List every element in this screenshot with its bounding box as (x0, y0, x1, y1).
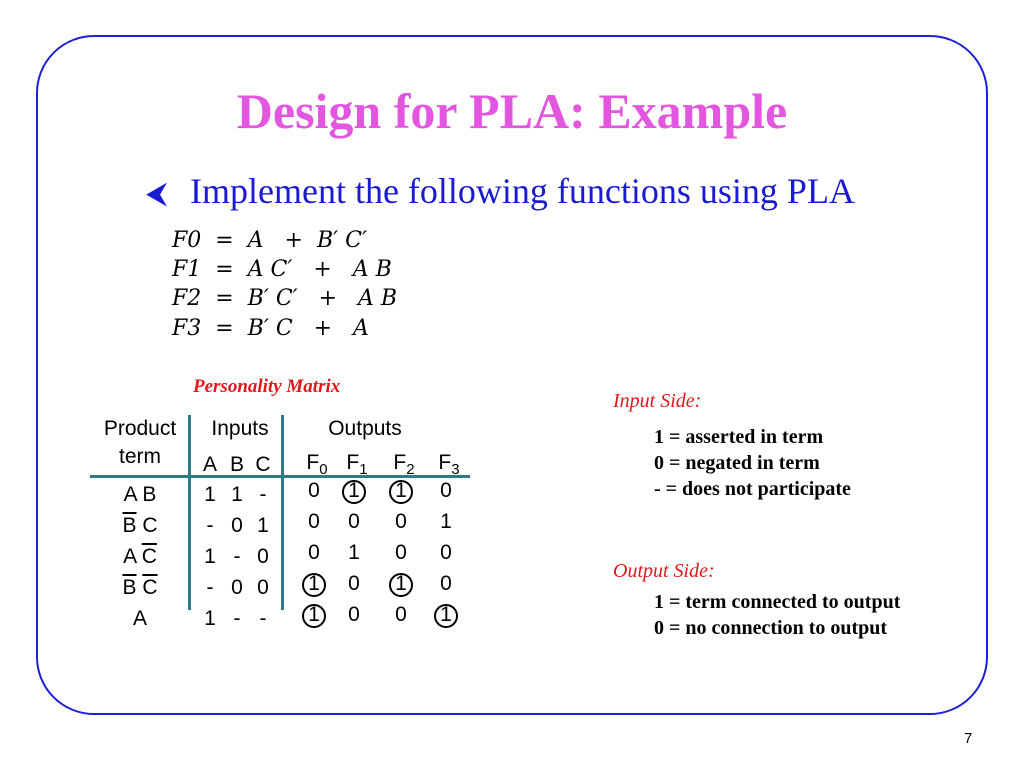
connection-circle-icon (389, 573, 413, 597)
bullet-item: ⮜ Implement the following functions using… (146, 170, 855, 212)
product-term: A B (90, 483, 190, 507)
input-cell: 1 (231, 483, 243, 506)
input-cell: - (206, 514, 214, 537)
output-var-subscript: 1 (359, 461, 368, 479)
output-var-subscript: 3 (451, 461, 460, 479)
product-term: B C (90, 514, 190, 538)
output-var-base: F (306, 451, 320, 474)
input-var-header: A (202, 453, 217, 476)
output-cell: 0 (348, 603, 360, 626)
arrow-bullet-icon: ⮜ (146, 177, 168, 210)
term-literal: C (142, 576, 158, 599)
output-cell: 1 (348, 541, 360, 564)
inputs-divider (281, 415, 284, 610)
output-var-base: F (346, 451, 360, 474)
term-literal: A (123, 545, 136, 568)
input-cell: 0 (257, 545, 269, 568)
product-term: A (90, 607, 190, 631)
bullet-text: Implement the following functions using … (190, 171, 855, 211)
slide-title: Design for PLA: Example (236, 83, 788, 139)
product-divider (188, 415, 191, 610)
output-side-line: 1 = term connected to output (654, 591, 901, 613)
equation-f1: F1 = A C′ + A B (172, 257, 392, 282)
equation-f0: F0 = A + B′ C′ (172, 228, 367, 253)
output-var-base: F (438, 451, 452, 474)
output-cell: 0 (348, 510, 360, 533)
input-cell: - (233, 607, 241, 630)
personality-matrix-title: Personality Matrix (193, 376, 341, 397)
output-var-header: F0 (302, 451, 332, 478)
slide-frame (36, 35, 988, 715)
output-cell: 1 (440, 510, 452, 533)
term-literal: C (141, 545, 157, 568)
input-side-line: - = does not participate (654, 478, 851, 500)
output-side-heading: Output Side: (613, 560, 715, 582)
term-literal: B (122, 514, 137, 537)
input-cell: - (259, 483, 267, 506)
term-literal: A (132, 607, 147, 630)
output-cell: 0 (440, 572, 452, 595)
header-product: Product (103, 417, 177, 440)
input-cell: - (233, 545, 241, 568)
term-literal: B (122, 576, 137, 599)
output-cell: 0 (308, 541, 320, 564)
output-var-base: F (393, 451, 407, 474)
input-cell: - (206, 576, 214, 599)
input-cell: 1 (204, 545, 216, 568)
output-cell: 0 (395, 541, 407, 564)
input-cell: 1 (204, 483, 216, 506)
input-cell: 0 (231, 514, 243, 537)
input-cell: 1 (204, 607, 216, 630)
output-var-header: F1 (342, 451, 372, 478)
connection-circle-icon (302, 604, 326, 628)
term-literal: B (142, 483, 157, 506)
output-cell: 0 (440, 479, 452, 502)
connection-circle-icon (434, 604, 458, 628)
input-cell: - (259, 607, 267, 630)
connection-circle-icon (302, 573, 326, 597)
term-literal: A (123, 483, 137, 506)
output-cell: 0 (308, 510, 320, 533)
input-var-header: C (255, 453, 271, 476)
input-cell: 1 (257, 514, 269, 537)
input-side-line: 1 = asserted in term (654, 426, 824, 448)
page-number: 7 (964, 730, 973, 747)
header-inputs: Inputs (211, 417, 269, 440)
connection-circle-icon (342, 480, 366, 504)
output-var-header: F2 (389, 451, 419, 478)
output-var-subscript: 2 (406, 461, 415, 479)
equation-f2: F2 = B′ C′ + A B (172, 286, 398, 311)
output-side-line: 0 = no connection to output (654, 617, 888, 639)
input-var-header: B (229, 453, 244, 476)
equation-f3: F3 = B′ C + A (172, 316, 369, 341)
output-var-subscript: 0 (319, 461, 328, 479)
header-term: term (119, 445, 161, 468)
product-term: A C (90, 545, 190, 569)
term-literal: C (142, 514, 158, 537)
header-outputs: Outputs (328, 417, 402, 440)
output-cell: 0 (440, 541, 452, 564)
output-cell: 0 (395, 603, 407, 626)
output-cell: 0 (395, 510, 407, 533)
input-cell: 0 (257, 576, 269, 599)
output-cell: 0 (348, 572, 360, 595)
input-side-heading: Input Side: (613, 390, 702, 412)
input-side-line: 0 = negated in term (654, 452, 820, 474)
output-var-header: F3 (434, 451, 464, 478)
header-divider (90, 475, 470, 478)
output-cell: 0 (308, 479, 320, 502)
input-cell: 0 (231, 576, 243, 599)
product-term: B C (90, 576, 190, 600)
connection-circle-icon (389, 480, 413, 504)
